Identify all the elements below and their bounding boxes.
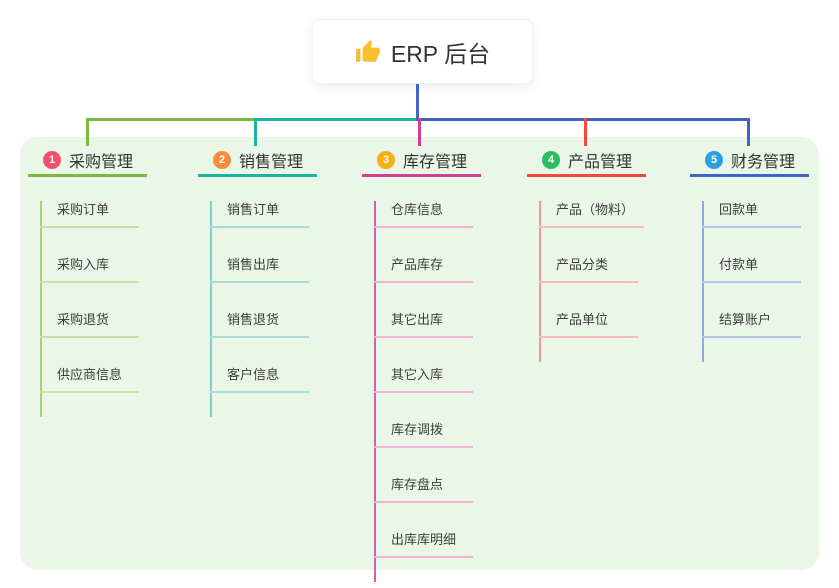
branch-badge: 1	[43, 151, 61, 169]
branch-title[interactable]: 4 产品管理	[527, 144, 646, 177]
branch-column: 2 销售管理销售订单销售出库销售退货客户信息	[198, 144, 317, 417]
child-item[interactable]: 库存盘点	[374, 476, 473, 503]
child-item[interactable]: 库存调拨	[374, 421, 473, 448]
root-title: ERP 后台	[390, 40, 491, 67]
branch-title[interactable]: 3 库存管理	[362, 144, 481, 177]
child-item[interactable]: 产品分类	[539, 256, 638, 283]
thumbs-up-icon	[355, 39, 381, 65]
branch-column: 5 财务管理回款单付款单结算账户	[690, 144, 809, 362]
branch-children: 采购订单采购入库采购退货供应商信息	[28, 201, 147, 417]
branch-child-connector	[210, 201, 212, 417]
branch-title-label: 采购管理	[69, 154, 134, 171]
child-item[interactable]: 采购入库	[40, 256, 139, 283]
branch-column: 4 产品管理产品（物料） 产品分类产品单位	[527, 144, 646, 362]
branch-badge: 4	[542, 151, 560, 169]
branch-children: 产品（物料） 产品分类产品单位	[527, 201, 646, 362]
branch-title-label: 产品管理	[568, 154, 633, 171]
child-item[interactable]: 销售订单	[210, 201, 309, 228]
child-item[interactable]: 回款单	[702, 201, 801, 228]
child-item[interactable]: 客户信息	[210, 366, 309, 393]
child-item[interactable]: 仓库信息	[374, 201, 473, 228]
child-item[interactable]: 产品库存	[374, 256, 473, 283]
connector-stub	[254, 118, 257, 146]
branch-children: 仓库信息产品库存其它出库其它入库库存调拨库存盘点出库库明细	[362, 201, 481, 582]
branch-title[interactable]: 2 销售管理	[198, 144, 317, 177]
branch-title[interactable]: 5 财务管理	[690, 144, 809, 177]
child-item[interactable]: 采购订单	[40, 201, 139, 228]
child-item[interactable]: 结算账户	[702, 311, 801, 338]
connector-stub	[584, 118, 587, 146]
branch-badge: 5	[705, 151, 723, 169]
child-item[interactable]: 产品单位	[539, 311, 638, 338]
connector-bus-segment	[416, 118, 750, 121]
child-item[interactable]: 销售出库	[210, 256, 309, 283]
branch-badge: 2	[213, 151, 231, 169]
branch-children: 销售订单销售出库销售退货客户信息	[198, 201, 317, 417]
branch-children: 回款单付款单结算账户	[690, 201, 809, 362]
root-node[interactable]: ERP 后台	[312, 19, 533, 84]
branch-title[interactable]: 1 采购管理	[28, 144, 147, 177]
connector-stub	[418, 118, 421, 146]
child-item[interactable]: 出库库明细	[374, 531, 473, 558]
connector-bus-segment	[86, 118, 256, 121]
connector-stub	[86, 118, 89, 146]
branch-badge: 3	[377, 151, 395, 169]
child-item[interactable]: 销售退货	[210, 311, 309, 338]
branch-column: 1 采购管理采购订单采购入库采购退货供应商信息	[28, 144, 147, 417]
child-item[interactable]: 供应商信息	[40, 366, 139, 393]
connector-stub	[747, 118, 750, 146]
branch-child-connector	[40, 201, 42, 417]
child-item[interactable]: 其它出库	[374, 311, 473, 338]
branch-column: 3 库存管理仓库信息产品库存其它出库其它入库库存调拨库存盘点出库库明细	[362, 144, 481, 582]
root-connector	[416, 82, 419, 121]
child-item[interactable]: 其它入库	[374, 366, 473, 393]
branches-panel	[20, 137, 819, 570]
branch-title-label: 财务管理	[731, 154, 796, 171]
child-item[interactable]: 采购退货	[40, 311, 139, 338]
branch-title-label: 库存管理	[403, 154, 468, 171]
connector-bus-segment	[254, 118, 419, 121]
child-item[interactable]: 产品（物料）	[539, 201, 645, 228]
child-item[interactable]: 付款单	[702, 256, 801, 283]
branch-title-label: 销售管理	[239, 154, 304, 171]
